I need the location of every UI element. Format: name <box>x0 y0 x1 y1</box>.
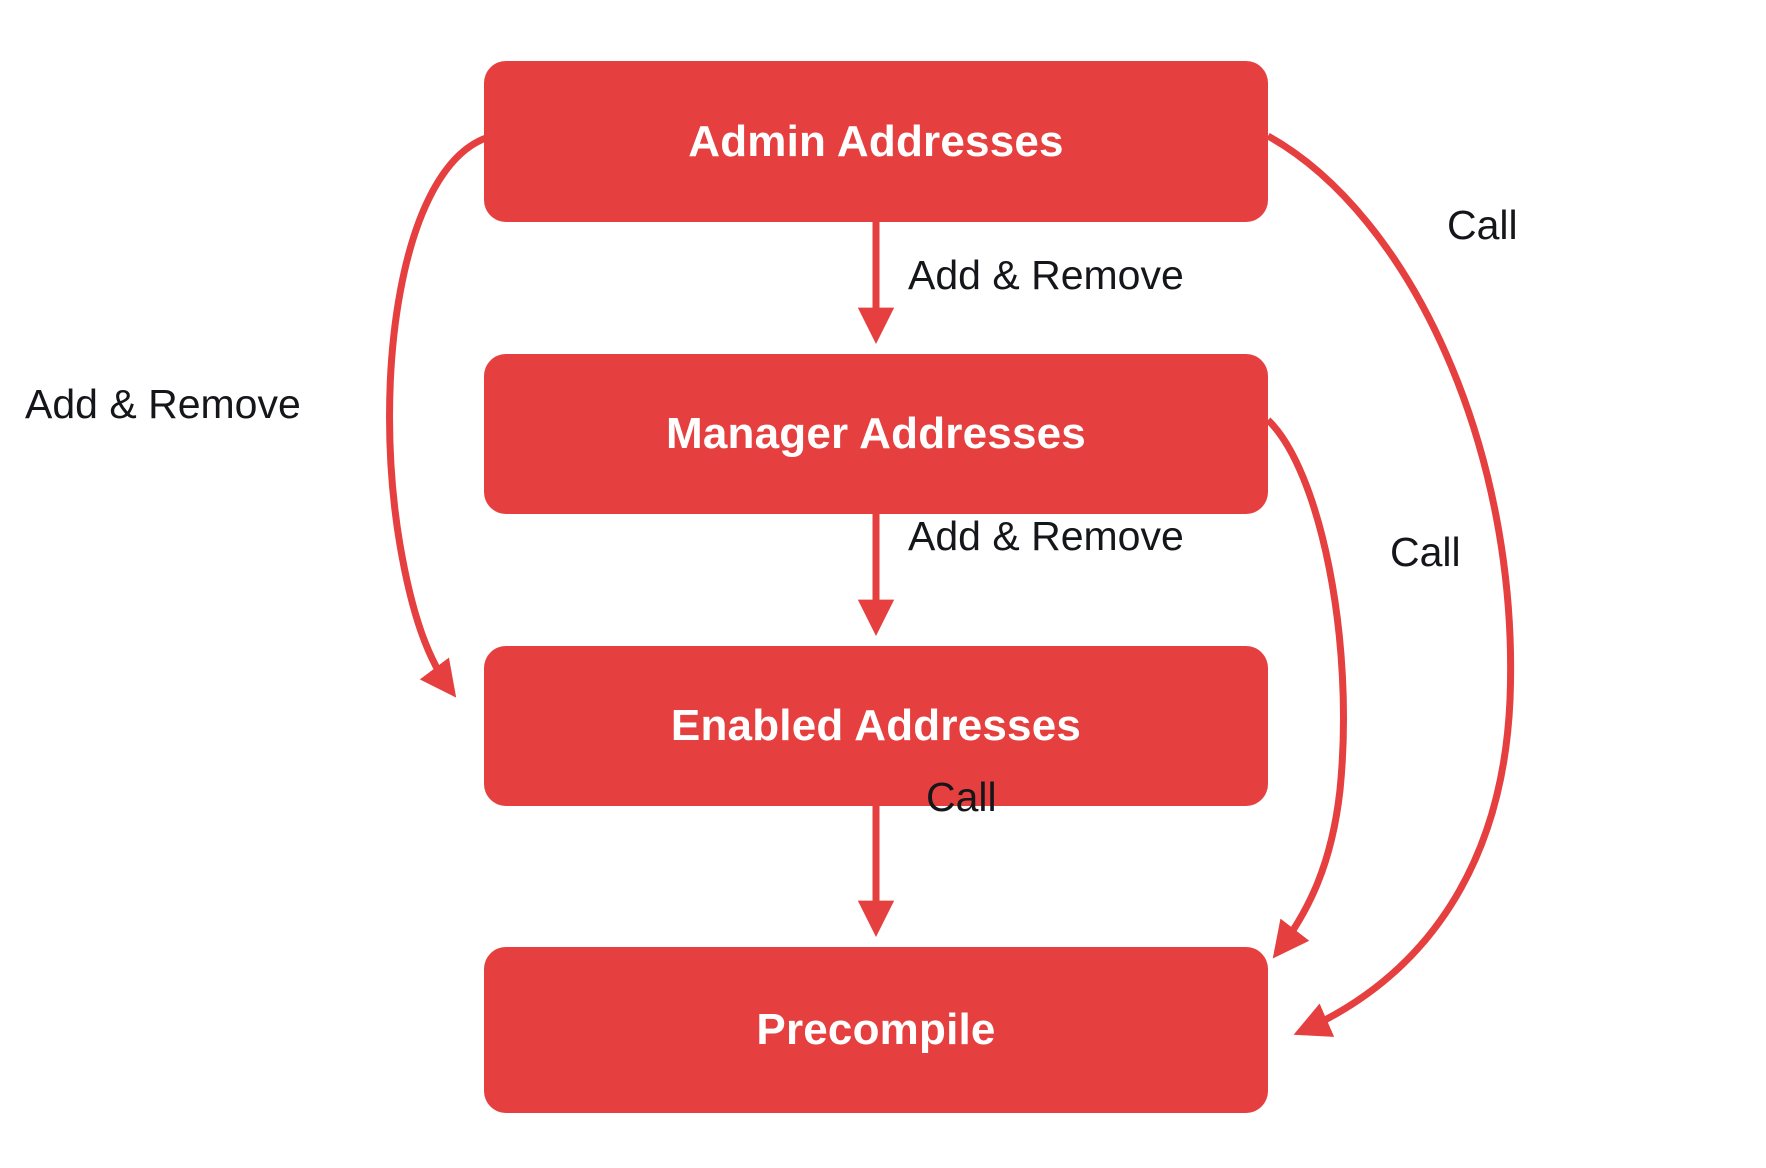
edge-label-admin-to-precompile: Call <box>1447 202 1518 248</box>
node-manager-addresses[interactable]: Manager Addresses <box>484 354 1268 514</box>
edge-admin-to-enabled <box>386 134 488 698</box>
edge-manager-to-precompile <box>1265 417 1347 959</box>
edge-admin-to-precompile <box>1266 132 1515 1037</box>
edge-label-enabled-to-precompile: Call <box>926 774 997 820</box>
node-enabled-addresses[interactable]: Enabled Addresses <box>484 646 1268 806</box>
node-admin-addresses[interactable]: Admin Addresses <box>484 61 1268 222</box>
edge-label-manager-to-precompile: Call <box>1390 529 1461 575</box>
node-label: Enabled Addresses <box>670 701 1082 750</box>
node-label: Manager Addresses <box>666 409 1086 458</box>
edge-label-admin-to-enabled: Add & Remove <box>25 381 301 427</box>
node-precompile[interactable]: Precompile <box>484 947 1268 1113</box>
edge-label-manager-to-enabled: Add & Remove <box>908 513 1184 559</box>
node-label: Admin Addresses <box>688 116 1064 166</box>
node-label: Precompile <box>756 1005 996 1054</box>
edge-label-admin-to-manager: Add & Remove <box>908 252 1184 298</box>
